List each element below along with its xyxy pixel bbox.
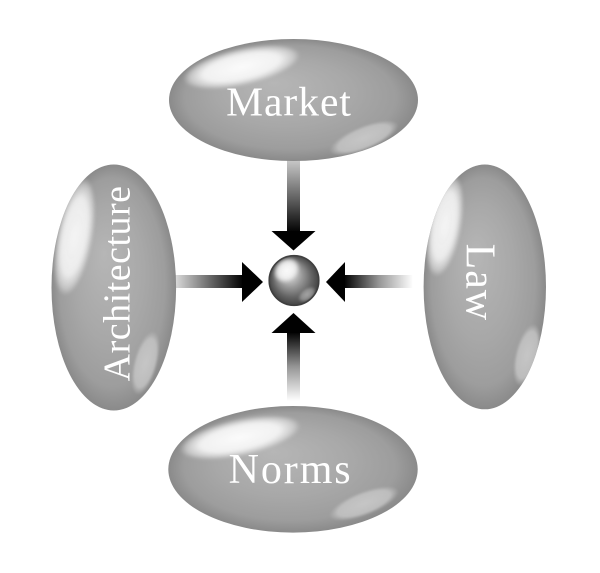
svg-text:Law: Law	[457, 244, 503, 322]
svg-text:Norms: Norms	[229, 447, 353, 493]
svg-text:Market: Market	[226, 79, 352, 125]
svg-text:Architecture: Architecture	[97, 185, 139, 381]
